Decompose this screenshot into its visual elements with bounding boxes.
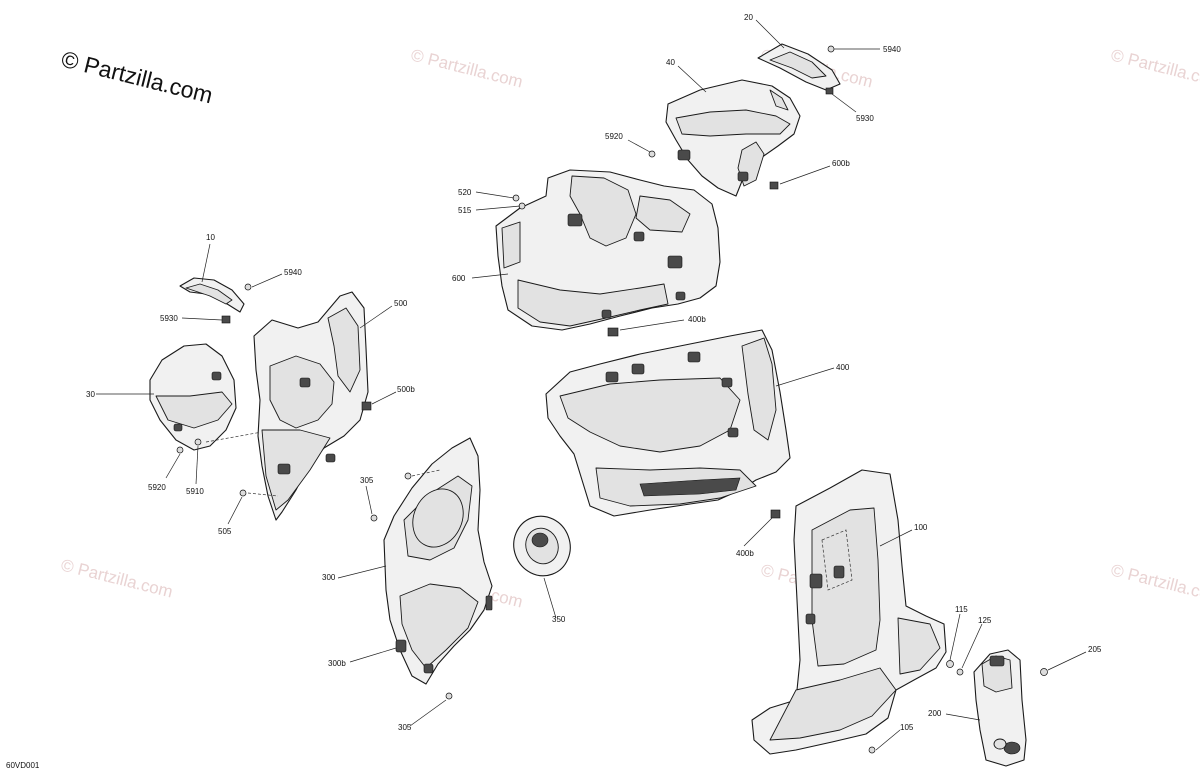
hw-115 xyxy=(946,660,954,668)
hw-5920-top xyxy=(648,150,656,158)
dashed-guide xyxy=(205,431,263,443)
watermark-text: © Partzilla.com xyxy=(59,555,175,601)
part-30-housing[interactable] xyxy=(149,343,237,451)
watermark-text: © Partzilla.com xyxy=(1109,45,1200,91)
label-115: 115 xyxy=(955,605,968,614)
label-5940: 5940 xyxy=(883,45,901,54)
hw-5920-left xyxy=(176,446,184,454)
leader-lines xyxy=(96,19,1087,751)
label-500: 500 xyxy=(394,299,408,308)
label-205: 205 xyxy=(1088,645,1102,654)
part-350-boot[interactable] xyxy=(505,508,578,584)
watermark-text: © Partzilla.com xyxy=(1109,560,1200,606)
label-30: 30 xyxy=(86,390,95,399)
hw-600b-top xyxy=(769,181,779,190)
hw-400b-low xyxy=(770,509,781,519)
hw-5940-top xyxy=(827,45,835,53)
label-5920: 5920 xyxy=(605,132,623,141)
hw-400b-top xyxy=(607,327,619,337)
label-100: 100 xyxy=(914,523,928,532)
watermark-text: © Partzilla.com xyxy=(409,45,525,91)
dashed-guide xyxy=(247,492,279,497)
hw-5940-left xyxy=(244,283,252,291)
label-505: 505 xyxy=(218,527,232,536)
callout-labels: 20 5940 40 5930 5920 600b 520 515 600 40… xyxy=(86,13,1102,732)
label-125: 125 xyxy=(978,616,992,625)
label-5940: 5940 xyxy=(284,268,302,277)
hw-305-bottom xyxy=(445,692,453,700)
hw-5930-left xyxy=(221,315,231,324)
label-200: 200 xyxy=(928,709,942,718)
hw-500b xyxy=(361,401,372,411)
label-20: 20 xyxy=(744,13,753,22)
label-300b: 300b xyxy=(328,659,346,668)
hw-105 xyxy=(868,746,876,754)
label-305: 305 xyxy=(360,476,374,485)
label-5930: 5930 xyxy=(856,114,874,123)
hw-5910 xyxy=(194,438,202,446)
label-350: 350 xyxy=(552,615,566,624)
label-10: 10 xyxy=(206,233,215,242)
label-300: 300 xyxy=(322,573,336,582)
label-400b: 400b xyxy=(688,315,706,324)
label-5920: 5920 xyxy=(148,483,166,492)
part-400-panel[interactable] xyxy=(545,329,791,517)
label-520: 520 xyxy=(458,188,472,197)
brand-logo-text: © Partzilla.com xyxy=(59,46,216,109)
hw-505 xyxy=(239,489,247,497)
label-600b: 600b xyxy=(832,159,850,168)
part-600-panel[interactable] xyxy=(495,169,721,331)
hw-125 xyxy=(956,668,964,676)
label-105: 105 xyxy=(900,723,914,732)
hw-305-top xyxy=(370,472,412,522)
label-400: 400 xyxy=(836,363,850,372)
part-100-frame[interactable] xyxy=(751,469,947,755)
part-200-module[interactable] xyxy=(973,649,1027,767)
diagram-code: 60VD001 xyxy=(6,761,40,770)
label-515: 515 xyxy=(458,206,472,215)
hw-205 xyxy=(1040,668,1048,676)
label-40: 40 xyxy=(666,58,675,67)
hw-5930-top xyxy=(825,87,834,95)
label-400b: 400b xyxy=(736,549,754,558)
part-40-housing[interactable] xyxy=(665,79,801,197)
part-300-panel[interactable] xyxy=(383,437,493,685)
label-5930: 5930 xyxy=(160,314,178,323)
part-500-panel[interactable] xyxy=(253,291,369,521)
label-600: 600 xyxy=(452,274,466,283)
part-10-trim[interactable] xyxy=(179,277,245,313)
part-20-trim[interactable] xyxy=(757,43,841,91)
label-500b: 500b xyxy=(397,385,415,394)
label-305: 305 xyxy=(398,723,412,732)
label-5910: 5910 xyxy=(186,487,204,496)
